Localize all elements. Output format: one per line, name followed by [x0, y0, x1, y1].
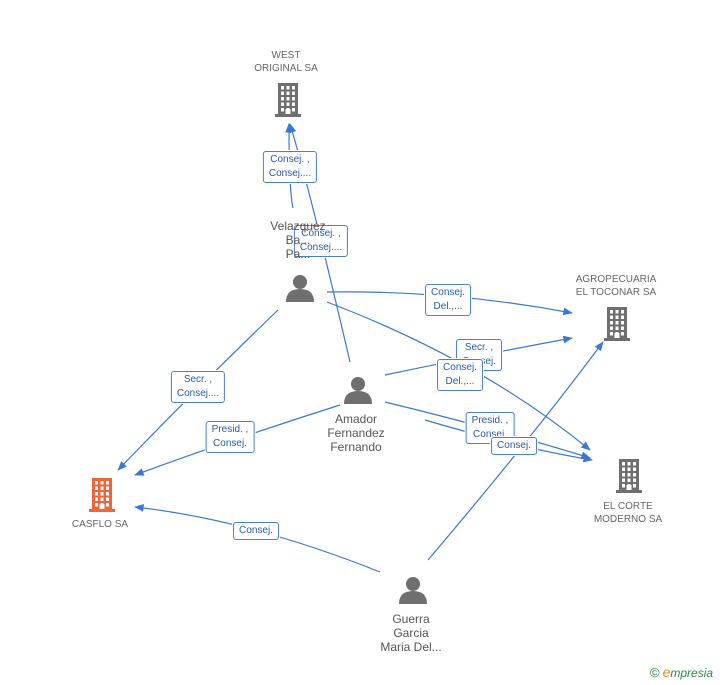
person-icon-amador[interactable] — [344, 377, 372, 404]
brand-e-logo: e — [662, 664, 671, 680]
edge-label-velazquez-casflo[interactable]: Secr. , Consej.... — [170, 371, 226, 403]
edge-label-amador-west[interactable]: Consej. , Consej.... — [293, 225, 349, 257]
building-icon-casflo[interactable] — [89, 478, 115, 512]
node-label-west[interactable]: WEST ORIGINAL SA — [254, 50, 318, 74]
edge-label-amador-casflo[interactable]: Presid. , Consej. — [205, 421, 255, 453]
edge-label-guerra-corte[interactable]: Consej. — [491, 437, 537, 455]
node-label-agro[interactable]: AGROPECUARIA EL TOCONAR SA — [575, 274, 657, 298]
building-icon-corte[interactable] — [616, 459, 642, 493]
edge-label-velazquez-agro[interactable]: Consej. Del.,... — [425, 284, 471, 316]
person-icon-velazquez[interactable] — [286, 275, 314, 302]
node-label-amador[interactable]: Amador Fernandez Fernando — [327, 412, 385, 454]
footer-brand: ©empresia — [650, 664, 713, 680]
person-icon-guerra[interactable] — [399, 577, 427, 604]
node-label-corte[interactable]: EL CORTE MODERNO SA — [593, 501, 663, 525]
copyright-symbol: © — [650, 665, 660, 680]
node-label-velazquez[interactable]: Velazquez Ba... Pa... — [270, 219, 326, 261]
building-icon-west[interactable] — [275, 83, 301, 117]
building-icon-agro[interactable] — [604, 307, 630, 341]
edge-amador-to-west — [288, 123, 351, 363]
node-label-guerra[interactable]: Guerra Garcia Maria Del... — [380, 612, 442, 654]
node-label-casflo[interactable]: CASFLO SA — [71, 519, 129, 530]
edge-label-velazquez-west[interactable]: Consej. , Consej.... — [262, 151, 318, 183]
edge-label-guerra-casflo[interactable]: Consej. — [233, 522, 279, 540]
brand-name: mpresia — [670, 666, 714, 680]
edge-label-velazquez-corte[interactable]: Consej. Del.,... — [437, 359, 483, 391]
